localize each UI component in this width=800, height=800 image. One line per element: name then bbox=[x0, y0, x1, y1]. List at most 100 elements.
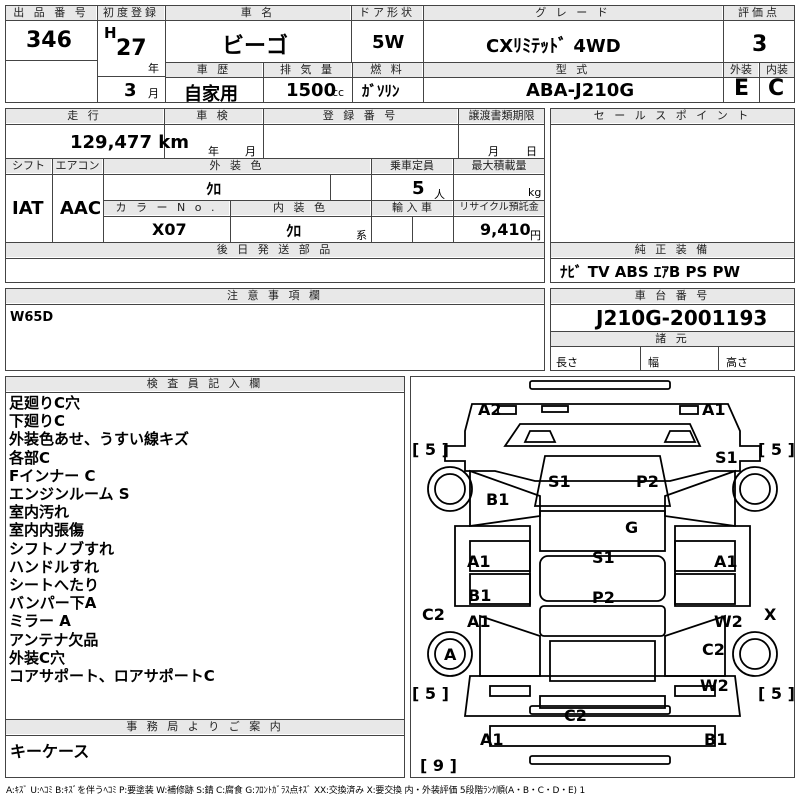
history-header: 車 歴 bbox=[166, 63, 262, 77]
chassis-value: J210G-2001193 bbox=[596, 306, 768, 330]
reg-year-unit: 年 bbox=[148, 62, 159, 75]
capacity-value: 5 bbox=[412, 178, 425, 199]
inspector-header: 検 査 員 記 入 欄 bbox=[6, 377, 404, 391]
height-label: 高さ bbox=[726, 356, 748, 369]
car-name-header: 車 名 bbox=[166, 6, 350, 20]
inspector-note: 下廻りC bbox=[9, 412, 66, 431]
transfer-day-unit: 日 bbox=[526, 145, 537, 158]
car-diagram bbox=[427, 380, 778, 765]
reg-month: 3 bbox=[124, 80, 137, 101]
reg-year: 27 bbox=[116, 36, 147, 61]
import-header: 輸 入 車 bbox=[372, 201, 452, 215]
mileage-header: 走 行 bbox=[6, 109, 163, 123]
history-value: 自家用 bbox=[184, 84, 238, 105]
width-label: 幅 bbox=[648, 356, 659, 369]
grade-header: グ レ ー ド bbox=[424, 6, 722, 20]
damage-label: X bbox=[764, 605, 777, 624]
inspector-note: アンテナ欠品 bbox=[9, 630, 99, 649]
notes-value: W65D bbox=[10, 310, 54, 325]
tire-tread-label: [ 9 ] bbox=[420, 756, 457, 775]
int-color-value: ｸﾛ bbox=[286, 222, 302, 240]
shift-header: シフト bbox=[6, 159, 51, 173]
transfer-month-unit: 月 bbox=[488, 145, 499, 158]
damage-label: G bbox=[625, 518, 639, 537]
ext-color-value: ｸﾛ bbox=[206, 180, 222, 198]
score-header: 評価点 bbox=[724, 6, 794, 20]
dims-header: 諸 元 bbox=[551, 332, 794, 346]
damage-label: A1 bbox=[467, 552, 491, 571]
details-grid bbox=[5, 108, 545, 283]
displacement-unit: cc bbox=[332, 86, 345, 99]
mileage-value: 129,477 km bbox=[70, 132, 189, 153]
inspector-notes-list: 足廻りC穴 下廻りC 外装色あせ、うすい線キズ 各部C Fインナー C エンジン… bbox=[9, 394, 399, 685]
int-color-unit: 系 bbox=[356, 229, 367, 242]
damage-label: B1 bbox=[704, 730, 728, 749]
lot-no-value: 346 bbox=[26, 28, 72, 53]
inspector-note: 外装C穴 bbox=[9, 648, 66, 667]
max-load-header: 最大積載量 bbox=[454, 159, 544, 173]
exterior-value: E bbox=[734, 76, 750, 101]
exterior-header: 外装 bbox=[724, 63, 758, 77]
inspector-note: ミラー A bbox=[9, 612, 71, 631]
inspector-note: Fインナー C bbox=[9, 466, 96, 485]
displacement-header: 排 気 量 bbox=[264, 63, 351, 77]
recycle-unit: 円 bbox=[530, 229, 541, 242]
transfer-header: 譲渡書類期限 bbox=[459, 109, 544, 123]
inspector-note: ハンドルすれ bbox=[9, 557, 100, 576]
damage-label: W2 bbox=[714, 612, 743, 631]
office-header: 事 務 局 よ り ご 案 内 bbox=[6, 720, 404, 734]
options-header: 純 正 装 備 bbox=[551, 243, 794, 257]
inspector-note: 室内汚れ bbox=[9, 503, 70, 522]
chassis-header: 車 台 番 号 bbox=[551, 289, 794, 303]
inspection-header: 車 検 bbox=[165, 109, 262, 123]
damage-label: S1 bbox=[715, 448, 738, 467]
damage-label: C2 bbox=[564, 706, 587, 725]
tire-tread-label: [ 5 ] bbox=[412, 684, 449, 703]
damage-label: P2 bbox=[592, 588, 615, 607]
aircon-header: エアコン bbox=[53, 159, 102, 173]
score-value: 3 bbox=[752, 32, 768, 57]
door-header: ドア形状 bbox=[352, 6, 422, 20]
damage-label: B1 bbox=[486, 490, 510, 509]
insp-month-unit: 月 bbox=[245, 145, 256, 158]
displacement-value: 1500 bbox=[286, 80, 337, 101]
damage-label: A1 bbox=[714, 552, 738, 571]
reg-no-header: 登 録 番 号 bbox=[264, 109, 457, 123]
sales-point-header: セ ー ル ス ポ イ ン ト bbox=[551, 109, 794, 123]
insp-year-unit: 年 bbox=[208, 145, 219, 158]
tire-tread-label: [ 5 ] bbox=[758, 684, 795, 703]
reg-month-unit: 月 bbox=[148, 87, 159, 100]
model-header: 型 式 bbox=[424, 63, 722, 77]
int-color-header: 内 装 色 bbox=[231, 201, 370, 215]
lot-no-header: 出 品 番 号 bbox=[6, 6, 96, 20]
car-name-value: ビーゴ bbox=[222, 34, 289, 59]
color-no-header: カ ラ ー N o . bbox=[104, 201, 229, 215]
fuel-value: ｶﾞｿﾘﾝ bbox=[362, 82, 400, 100]
recycle-value: 9,410 bbox=[480, 220, 531, 239]
inspector-box bbox=[5, 376, 405, 778]
damage-label: C2 bbox=[422, 605, 445, 624]
inspector-note: 外装色あせ、うすい線キズ bbox=[9, 430, 190, 449]
damage-label: P2 bbox=[636, 472, 659, 491]
interior-value: C bbox=[768, 76, 785, 101]
office-note: キーケース bbox=[10, 742, 90, 761]
grade-value: CXﾘﾐﾃｯﾄﾞ 4WD bbox=[486, 36, 621, 57]
inspector-note: バンパー下A bbox=[9, 594, 97, 613]
tire-tread-label: [ 5 ] bbox=[412, 440, 449, 459]
damage-label: S1 bbox=[548, 472, 571, 491]
damage-label: A1 bbox=[467, 612, 491, 631]
notes-box bbox=[5, 288, 545, 371]
first-reg-header: 初度登録 bbox=[98, 6, 164, 20]
later-parts-header: 後 日 発 送 部 品 bbox=[6, 243, 544, 257]
damage-label: B1 bbox=[468, 586, 492, 605]
inspector-note: シートへたり bbox=[9, 576, 100, 595]
top-grid bbox=[5, 5, 795, 103]
notes-header: 注 意 事 項 欄 bbox=[6, 289, 544, 303]
inspector-note: コアサポート、ロアサポートC bbox=[9, 667, 215, 686]
car-diagram-box bbox=[410, 376, 795, 778]
capacity-unit: 人 bbox=[434, 188, 445, 201]
chassis-box bbox=[550, 288, 795, 371]
door-value: 5W bbox=[372, 32, 405, 53]
max-load-unit: kg bbox=[528, 186, 542, 199]
inspector-note: 各部C bbox=[9, 448, 51, 467]
